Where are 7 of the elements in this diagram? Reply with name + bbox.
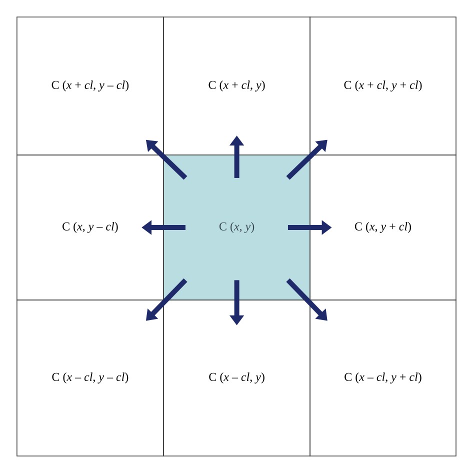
grid-cell: C (x, y + cl)	[310, 154, 456, 300]
grid-cell: C (x – cl, y)	[163, 300, 310, 456]
grid-cell: C (x + cl, y – cl)	[16, 16, 164, 156]
grid-cell: C (x + cl, y + cl)	[310, 16, 456, 156]
grid-cell: C (x – cl, y + cl)	[310, 300, 456, 456]
grid-cell: C (x, y)	[163, 154, 310, 300]
grid-cell: C (x – cl, y – cl)	[16, 300, 164, 456]
